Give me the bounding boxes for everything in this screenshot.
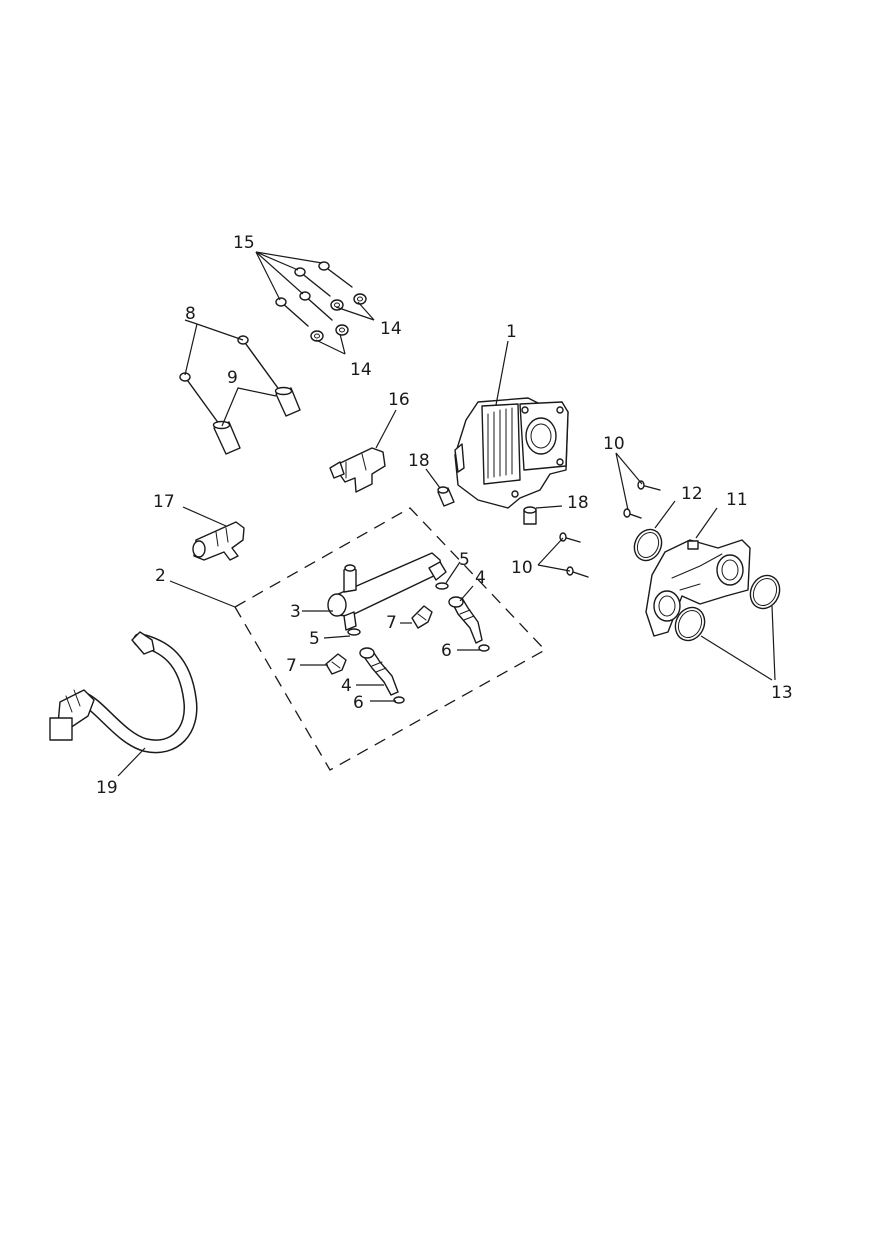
bolt-10a [637,480,661,491]
callout-11: 11 [726,490,748,510]
callout-6b: 6 [353,693,364,713]
bolt-set-15 [275,261,353,327]
callout-18a: 18 [408,451,430,471]
bolt-15c [299,291,333,321]
bolt-15a [318,261,353,288]
bolt-10b [623,508,642,519]
seal-5b [347,628,361,636]
plug-18b [523,506,537,525]
callout-8: 8 [185,304,196,324]
bolt-10d [566,566,589,578]
callout-15: 15 [233,233,255,253]
bolt-set-10 [559,480,661,578]
sensor-17 [192,521,245,561]
bolt-8b [237,335,284,396]
bracket-16 [329,447,386,493]
callout-12: 12 [681,484,703,504]
fuel-hose-19 [49,631,198,754]
callout-19: 19 [96,778,118,798]
callout-9: 9 [227,368,238,388]
intake-adaptor-11 [645,539,751,637]
seal-5a [435,582,449,590]
callout-4b: 4 [341,676,352,696]
callout-16: 16 [388,390,410,410]
o-ring-set-13 [674,574,781,642]
injector-4b [359,647,399,696]
callout-5b: 5 [309,629,320,649]
callout-5a: 5 [459,550,470,570]
callout-14a: 14 [380,319,402,339]
fuel-rail-assembly-boundary [234,507,547,771]
injector-4a [448,596,483,644]
sleeve-set-9 [212,386,301,455]
seal-6a [478,644,490,652]
plug-18a [437,486,455,507]
clip-7b [325,653,347,675]
callout-17: 17 [153,492,175,512]
leader-lines [117,251,776,777]
callout-14b: 14 [350,360,372,380]
seal-6b [393,696,405,704]
callout-10a: 10 [603,434,625,454]
callout-7b: 7 [286,656,297,676]
callout-18b: 18 [567,493,589,513]
throttle-body-1 [454,397,569,509]
callout-2: 2 [155,566,166,586]
cooling-fins [487,407,513,479]
bolt-15d [275,297,309,327]
callout-1: 1 [506,322,517,342]
o-ring-12 [633,528,663,562]
callout-3: 3 [290,602,301,622]
bolt-10c [559,532,581,543]
fuel-rail-3 [327,552,447,631]
washer-set-14 [310,293,367,342]
callout-4a: 4 [475,568,486,588]
callout-7a: 7 [386,613,397,633]
sleeve-9a [212,420,241,455]
sleeve-9b [274,386,301,417]
callout-10b: 10 [511,558,533,578]
callout-13: 13 [771,683,793,703]
callout-labels: 1 2 3 4 4 5 5 6 6 7 7 8 9 10 10 11 12 13… [96,233,793,798]
clip-7a [411,605,433,629]
bolt-8a [179,372,223,429]
callout-6a: 6 [441,641,452,661]
